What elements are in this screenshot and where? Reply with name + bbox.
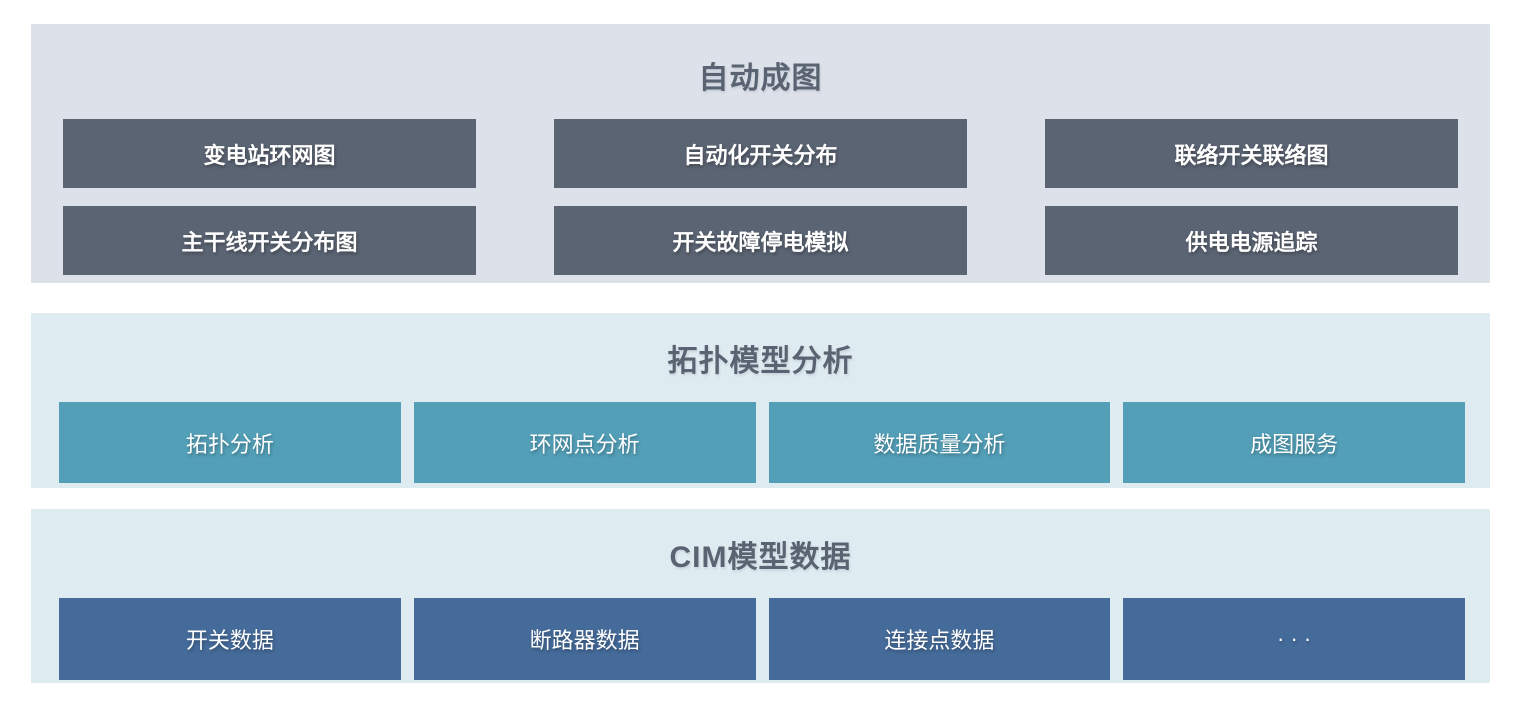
block-ring-network-point-analysis: 环网点分析: [413, 402, 756, 483]
block-power-supply-source-tracing: 供电电源追踪: [1045, 206, 1458, 275]
section-auto-mapping: 自动成图 变电站环网图 自动化开关分布 联络开关联络图 主干线开关分布图 开关故…: [31, 24, 1490, 283]
block-trunk-line-switch-distribution-diagram: 主干线开关分布图: [63, 206, 476, 275]
block-diagram-generation-service: 成图服务: [1123, 402, 1465, 483]
block-connection-point-data: 连接点数据: [768, 598, 1111, 680]
block-more-ellipsis: · · ·: [1123, 598, 1465, 680]
block-topology-analysis: 拓扑分析: [59, 402, 401, 483]
cim-block-grid: 开关数据 断路器数据 连接点数据 · · ·: [59, 598, 1465, 680]
section-cim-model-data: CIM模型数据 开关数据 断路器数据 连接点数据 · · ·: [31, 509, 1490, 683]
section-topology-model-analysis-title: 拓扑模型分析: [667, 345, 854, 378]
block-tie-switch-connection-diagram: 联络开关联络图: [1045, 119, 1458, 188]
section-topology-model-analysis: 拓扑模型分析 拓扑分析 环网点分析 数据质量分析 成图服务: [31, 313, 1490, 488]
auto-mapping-block-grid: 变电站环网图 自动化开关分布 联络开关联络图 主干线开关分布图 开关故障停电模拟…: [63, 119, 1458, 275]
block-circuit-breaker-data: 断路器数据: [413, 598, 756, 680]
section-auto-mapping-title: 自动成图: [698, 62, 823, 95]
section-cim-model-data-title: CIM模型数据: [669, 541, 852, 574]
block-automated-switch-distribution: 自动化开关分布: [554, 119, 967, 188]
block-switch-fault-outage-simulation: 开关故障停电模拟: [554, 206, 967, 275]
block-data-quality-analysis: 数据质量分析: [768, 402, 1111, 483]
block-substation-ring-network-diagram: 变电站环网图: [63, 119, 476, 188]
topology-block-grid: 拓扑分析 环网点分析 数据质量分析 成图服务: [59, 402, 1465, 483]
block-switch-data: 开关数据: [59, 598, 401, 680]
